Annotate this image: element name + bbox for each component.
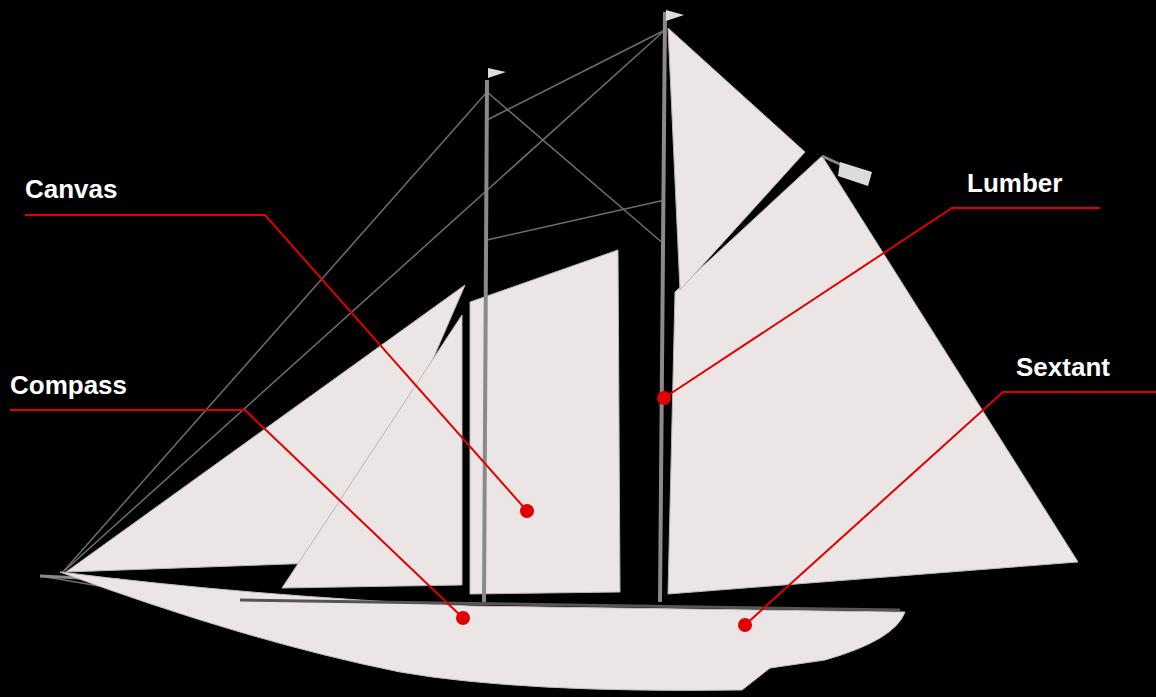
part-label: Compass (10, 372, 127, 398)
leader-lines (10, 208, 1156, 625)
part-label: Lumber (967, 170, 1062, 196)
hull (60, 572, 905, 690)
rigging (40, 30, 665, 620)
sails (66, 28, 1078, 594)
leader-dots (456, 391, 752, 632)
masts (40, 12, 870, 602)
deck-fittings (240, 600, 900, 610)
part-label: Canvas (25, 176, 118, 202)
part-label: Sextant (1016, 354, 1110, 380)
flags (488, 10, 872, 186)
